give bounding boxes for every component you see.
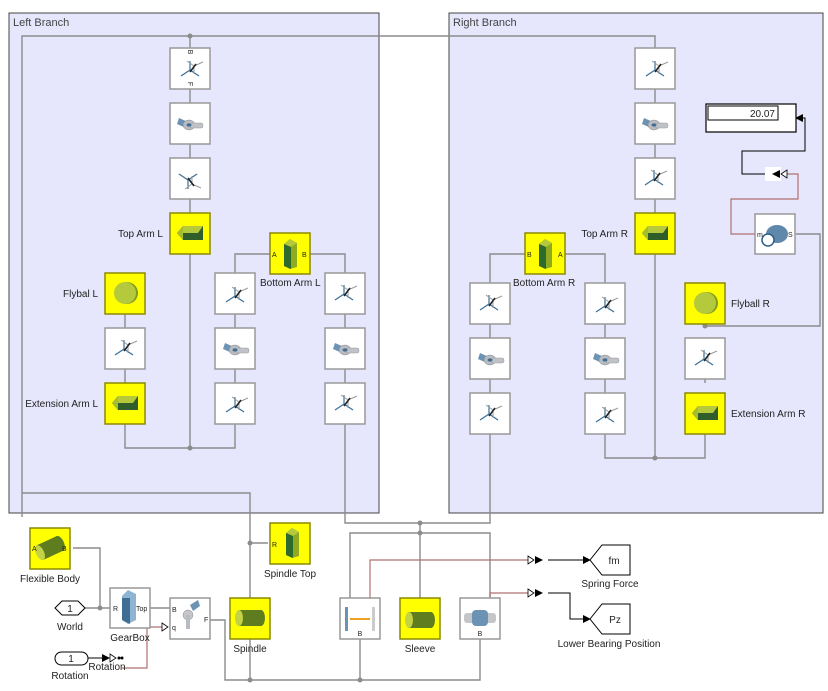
svg-text:fm: fm [608,556,619,567]
svg-text:1: 1 [68,654,74,665]
top-arm-l-block[interactable]: Top Arm L [118,212,211,255]
svg-text:R: R [272,542,277,549]
bottom-arm-r-label: Bottom Arm R [513,278,575,289]
flybal-l-label: Flybal L [63,289,98,300]
svg-text:R: R [113,606,118,613]
lower-bearing-position-label: Lower Bearing Position [558,639,661,650]
spindle-top-label: Spindle Top [264,569,317,580]
revolute-joint-block[interactable] [584,337,626,380]
svg-text:F: F [204,617,208,624]
svg-text:m: m [757,232,763,239]
svg-text:B: B [302,252,307,259]
svg-text:F: F [186,82,193,86]
spring-force-label: Spring Force [581,579,639,590]
svg-text:1: 1 [67,604,73,615]
transform-block[interactable] [584,282,626,325]
right-branch-title: Right Branch [453,17,517,29]
revolute-joint-block[interactable] [634,102,676,145]
prismatic-spring-block[interactable]: B [339,597,381,640]
flexible-body-block[interactable]: A B Flexible Body [20,527,80,585]
svg-text:q: q [172,625,176,632]
rotation-input-port[interactable]: 1 Rotation Rotation [51,651,126,682]
cylindrical-joint-block[interactable]: B [459,597,501,640]
transform-sensor-block[interactable]: m S [754,213,796,255]
display-block[interactable]: 20.07 [705,103,797,133]
extension-arm-l-block[interactable]: Extension Arm L [25,382,146,425]
arrowheads [102,114,803,663]
transform-block[interactable] [469,392,511,435]
extension-arm-r-block[interactable]: Extension Arm R [684,392,805,435]
bottom-arm-l-label: Bottom Arm L [260,278,321,289]
transform-block[interactable] [634,157,676,200]
rotation-signal-label: Rotation [88,662,125,673]
left-branch-subsystem[interactable] [8,12,380,514]
gauge-icon [761,233,775,247]
svg-text:A: A [272,252,277,259]
transform-block[interactable] [214,272,256,315]
flexible-body-label: Flexible Body [20,574,80,585]
svg-text:B: B [527,252,532,259]
transform-block[interactable] [104,327,146,370]
top-arm-l-label: Top Arm L [118,229,163,240]
lower-bearing-position-goto[interactable]: Pz Lower Bearing Position [558,603,661,650]
svg-text:S: S [788,232,793,239]
svg-text:B: B [172,607,177,614]
top-arm-r-block[interactable]: Top Arm R [581,212,676,255]
bottom-arm-l-block[interactable]: A B Bottom Arm L [260,232,321,289]
transform-block[interactable] [214,382,256,425]
flybal-l-block[interactable]: Flybal L [63,272,146,315]
top-arm-r-label: Top Arm R [581,229,628,240]
world-label: World [57,622,83,633]
transform-block[interactable] [469,282,511,325]
spring-force-goto[interactable]: fm Spring Force [581,544,639,590]
extension-arm-l-label: Extension Arm L [25,399,98,410]
sleeve-label: Sleeve [405,644,436,655]
spindle-top-block[interactable]: R Spindle Top [264,522,317,580]
svg-text:Top: Top [136,606,147,613]
svg-text:B: B [478,631,483,638]
revolute-joint-block[interactable] [214,327,256,370]
flyball-r-label: Flyball R [731,299,770,310]
transform-block[interactable]: B F [169,47,211,90]
transform-block[interactable] [584,392,626,435]
svg-text:A: A [558,252,563,259]
svg-text:B: B [358,631,363,638]
gearbox-block[interactable]: R Top GearBox [109,587,151,644]
revolute-joint-block[interactable] [469,337,511,380]
transform-block[interactable] [169,157,211,200]
revolute-joint-block[interactable] [169,102,211,145]
flyball-r-block[interactable]: Flyball R [684,282,770,325]
left-branch-title: Left Branch [13,17,69,29]
gearbox-label: GearBox [110,633,149,644]
transform-block[interactable] [634,47,676,90]
world-port[interactable]: 1 World [54,600,86,633]
display-value: 20.07 [750,109,775,120]
transform-block[interactable] [324,382,366,425]
rotation-label: Rotation [51,671,88,682]
spindle-label: Spindle [233,644,267,655]
transform-block[interactable] [324,272,366,315]
svg-text:B: B [186,50,193,55]
physical-signal-lines [122,173,799,669]
right-branch-subsystem[interactable] [448,12,824,514]
junction-dots [97,33,708,683]
svg-text:A: A [32,546,37,553]
bottom-arm-r-block[interactable]: B A Bottom Arm R [513,232,575,289]
extension-arm-r-label: Extension Arm R [731,409,805,420]
svg-text:Pz: Pz [609,615,621,626]
svg-text:B: B [62,546,67,553]
transform-block[interactable] [684,337,726,380]
revolute-joint-block[interactable] [324,327,366,370]
revolute-actuated-joint-block[interactable]: B q F [169,597,211,640]
sleeve-block[interactable]: Sleeve [399,597,441,655]
spindle-block[interactable]: Spindle [229,597,271,655]
